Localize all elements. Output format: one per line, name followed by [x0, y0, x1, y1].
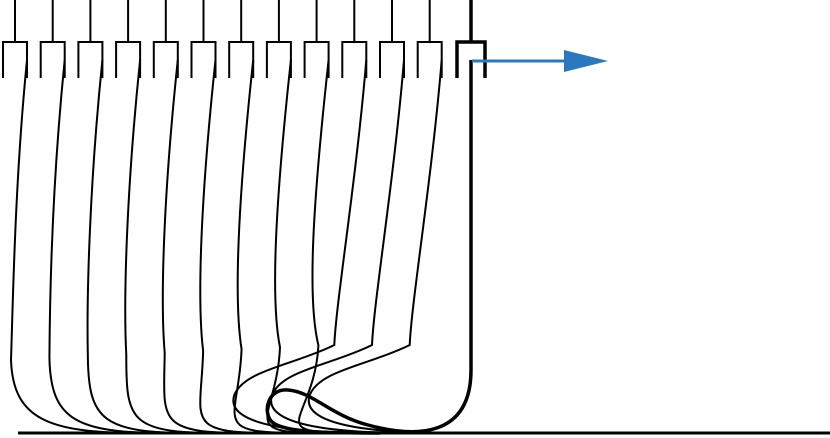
hook-bracket: [228, 41, 255, 78]
drape-curve: [298, 59, 351, 434]
drape-curve: [161, 59, 246, 434]
drape-curve: [270, 59, 413, 434]
hook-bracket: [77, 41, 104, 78]
hook-bracket: [115, 41, 142, 78]
curtain-drape-curves: [9, 59, 450, 434]
hook-bracket: [2, 41, 28, 78]
hook-bracket: [303, 41, 330, 78]
hook-bracket: [152, 41, 179, 78]
drape-curve: [233, 59, 299, 434]
hook-bracket: [190, 41, 217, 78]
drape-curve: [86, 59, 193, 434]
drape-curve: [9, 59, 141, 434]
pull-direction-arrow: [472, 50, 608, 72]
leading-curtain-edge: [265, 0, 487, 435]
hook-bracket: [341, 41, 368, 78]
drape-curve: [48, 59, 167, 434]
drape-curve: [199, 59, 272, 434]
hook-bracket: [39, 41, 66, 78]
drape-curve: [124, 59, 220, 434]
hook-bracket: [379, 41, 405, 78]
hook-bracket: [265, 41, 292, 78]
drape-curve: [266, 59, 325, 434]
hook-bracket: [416, 41, 443, 78]
leading-drape-curve: [265, 60, 473, 435]
drape-curve: [307, 59, 450, 434]
drape-curve: [232, 59, 375, 434]
curtain-hooks: [2, 0, 443, 78]
